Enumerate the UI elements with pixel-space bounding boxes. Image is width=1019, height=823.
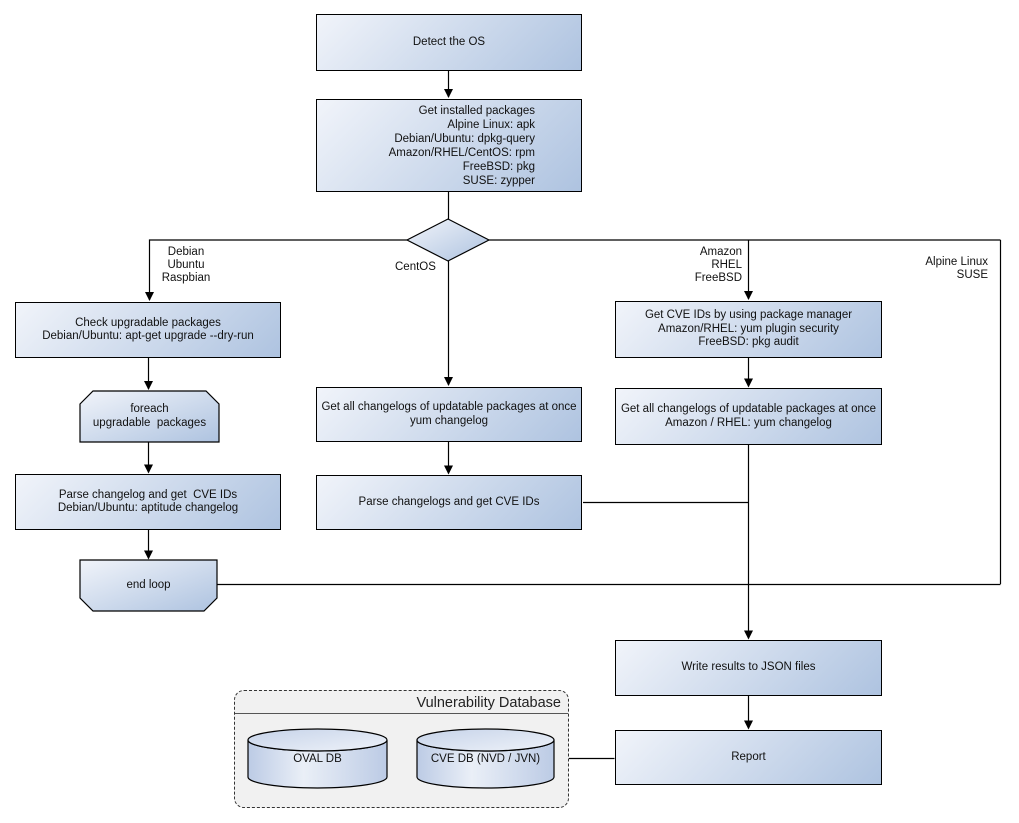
node-get-cve-ids-package-manager: Get CVE IDs by using package manager Ama…	[615, 301, 882, 358]
node-parse-changelog-debian: Parse changelog and get CVE IDs Debian/U…	[15, 474, 281, 530]
vulnerability-database-title: Vulnerability Database	[416, 695, 561, 711]
vulnerability-database-container: Vulnerability Database	[234, 690, 569, 808]
node-get-changelogs-centos: Get all changelogs of updatable packages…	[316, 387, 582, 442]
node-write-results-json: Write results to JSON files	[615, 640, 882, 696]
os-decision-diamond	[405, 218, 491, 262]
edge-label-centos: CentOS	[395, 261, 436, 273]
vulnerability-database-titlebar: Vulnerability Database	[235, 691, 568, 714]
cve-db-label: CVE DB (NVD / JVN)	[430, 753, 541, 766]
node-get-installed-packages: Get installed packages Alpine Linux: apk…	[316, 99, 582, 192]
node-check-upgradable-packages: Check upgradable packages Debian/Ubuntu:…	[15, 302, 281, 358]
foreach-loop-label: foreach upgradable packages	[92, 403, 207, 429]
end-loop-label: end loop	[126, 578, 171, 591]
node-report: Report	[615, 730, 882, 785]
edge-label-amazon-rhel-freebsd: Amazon RHEL FreeBSD	[694, 246, 742, 284]
edge-label-alpine-suse: Alpine Linux SUSE	[925, 256, 988, 281]
node-parse-changelogs-centos: Parse changelogs and get CVE IDs	[316, 475, 582, 530]
node-detect-os: Detect the OS	[316, 14, 582, 71]
oval-db-label: OVAL DB	[293, 753, 342, 766]
node-get-changelogs-amazon: Get all changelogs of updatable packages…	[615, 388, 882, 445]
edge-label-debian-ubuntu-raspbian: Debian Ubuntu Raspbian	[161, 246, 211, 284]
